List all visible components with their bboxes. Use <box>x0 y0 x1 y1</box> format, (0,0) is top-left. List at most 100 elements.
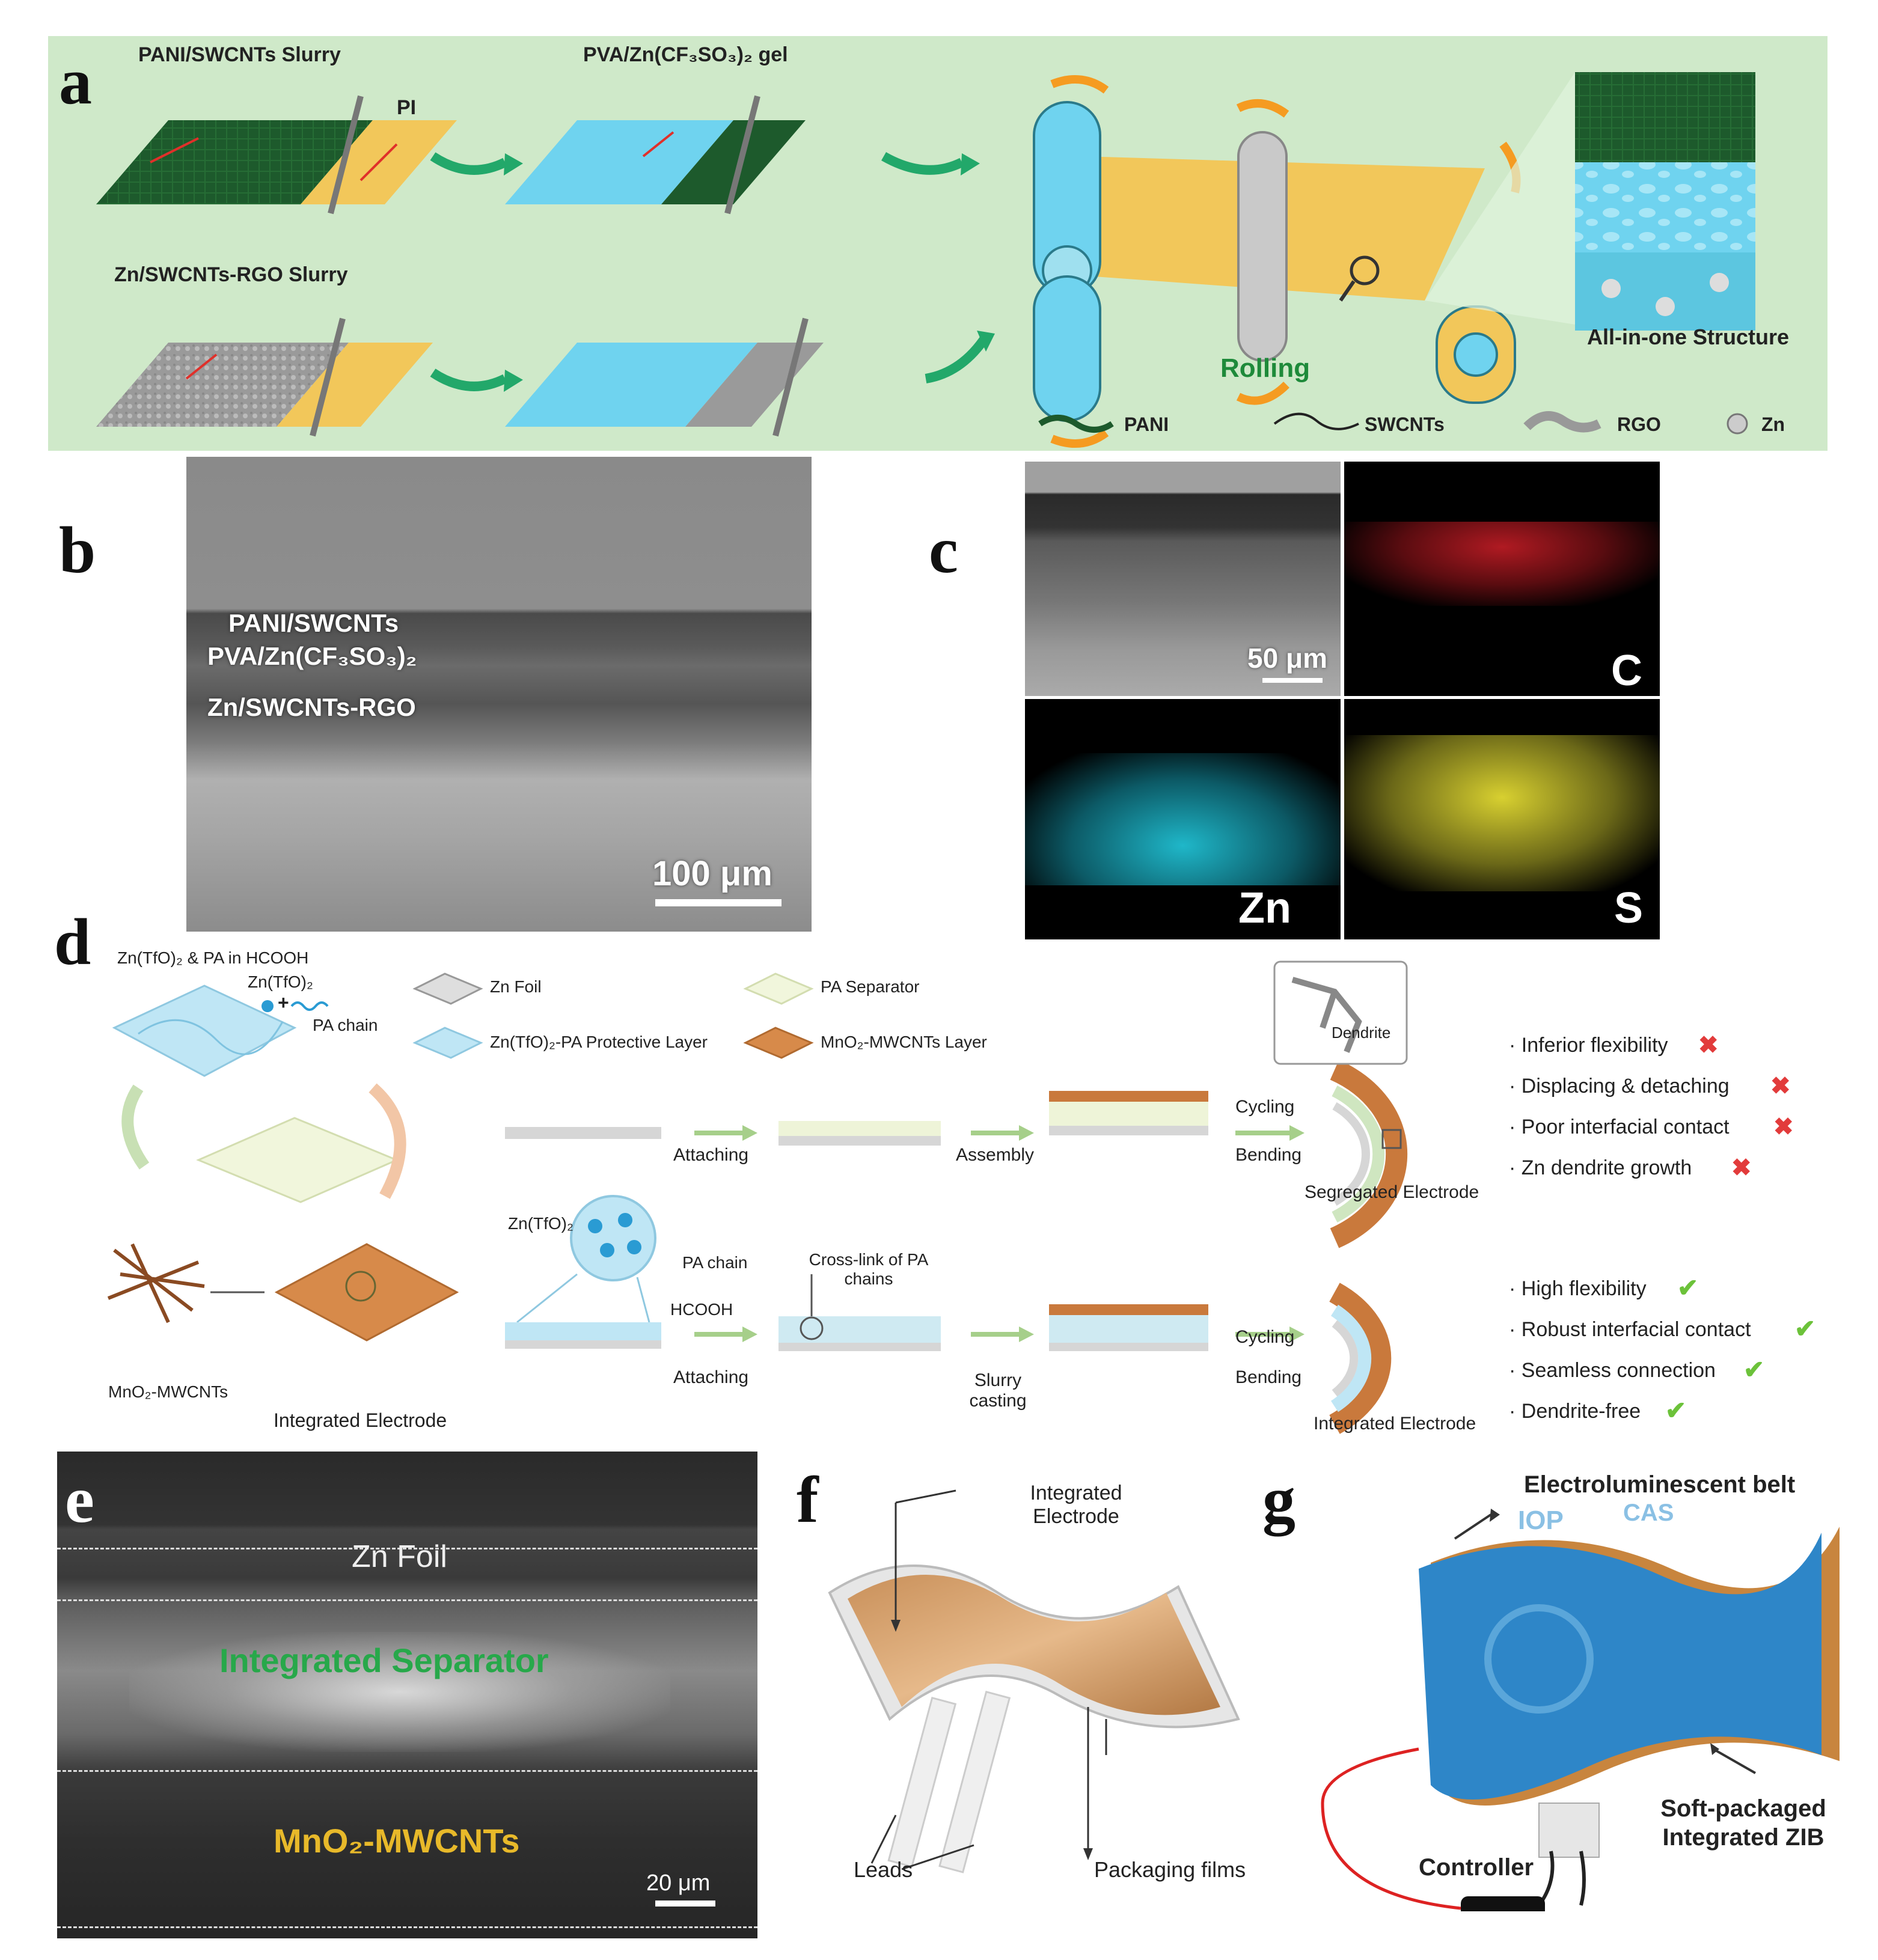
label-b-zn: Zn/SWCNTs-RGO <box>207 693 416 721</box>
label-e-zn-foil: Zn Foil <box>352 1539 447 1574</box>
legend-pani-label: PANI <box>1124 414 1169 435</box>
legend-zn-foil-icon <box>412 972 483 1005</box>
pro-1: · High flexibility <box>1509 1277 1647 1300</box>
check-icon-4: ✔ <box>1665 1396 1687 1424</box>
panel-f-illustration <box>828 1489 1240 1873</box>
eds-map-s <box>1344 699 1660 939</box>
legend-zn-label: Zn <box>1761 414 1785 435</box>
scale-bar-e <box>655 1900 715 1907</box>
legend-swcnts-icon <box>1273 412 1359 430</box>
lead-1 <box>887 1696 957 1868</box>
label-d-zoom-zn-tfo: Zn(TfO)₂ <box>508 1214 573 1233</box>
label-pi: PI <box>397 96 417 119</box>
label-integrated-electrode-2: Integrated Electrode <box>1314 1414 1476 1433</box>
x-mark-icon-4: ✖ <box>1731 1155 1752 1181</box>
lead-2 <box>938 1690 1011 1873</box>
label-d-integrated-electrode: Integrated Electrode <box>274 1409 447 1431</box>
label-d-zoom-hcooh: HCOOH <box>670 1300 733 1319</box>
label-f-packaging-films: Packaging films <box>1094 1857 1246 1882</box>
label-rolling: Rolling <box>1220 353 1311 383</box>
pa-separator-tile <box>196 1117 399 1203</box>
label-attaching-2: Attaching <box>673 1367 749 1387</box>
legend-protective-layer: Zn(TfO)₂-PA Protective Layer <box>490 1033 708 1051</box>
con-4: · Zn dendrite growth <box>1509 1156 1692 1179</box>
blade-1 <box>328 95 364 215</box>
integrated-electrode-arc <box>1329 1283 1392 1434</box>
map-c-label: C <box>1611 647 1642 695</box>
gel-sheet <box>505 120 733 204</box>
electroluminescent-belt <box>1419 1533 1821 1800</box>
segregated-electrode-arc <box>1330 1060 1408 1248</box>
label-attaching-1: Attaching <box>673 1145 749 1165</box>
label-g-controller: Controller <box>1419 1854 1534 1881</box>
con-2: · Displacing & detaching <box>1509 1075 1730 1098</box>
label-dendrite: Dendrite <box>1332 1024 1391 1042</box>
legend-pani-icon <box>1038 415 1114 433</box>
label-d-precursor: Zn(TfO)₂ & PA in HCOOH <box>117 948 309 967</box>
check-icon-1: ✔ <box>1677 1274 1699 1302</box>
eds-map-zn <box>1025 699 1341 939</box>
panel-a-illustration <box>96 72 1755 448</box>
zoom-circle <box>570 1195 656 1281</box>
map-s-label: S <box>1614 884 1644 932</box>
zn-tfo-icon <box>262 1000 274 1012</box>
arrow-orange-2 <box>1236 99 1289 118</box>
label-pani-slurry: PANI/SWCNTs Slurry <box>138 43 341 66</box>
map-zn-label: Zn <box>1238 884 1291 932</box>
legend-protective-icon <box>412 1027 483 1059</box>
label-d-mno2: MnO₂-MWCNTs <box>108 1382 228 1401</box>
legend-pa-separator: PA Separator <box>821 977 920 996</box>
pro-4: · Dendrite-free <box>1509 1400 1641 1423</box>
legend-rgo-label: RGO <box>1617 414 1661 435</box>
panel-letter-a: a <box>59 44 92 118</box>
legend-mno2-layer: MnO₂-MWCNTs Layer <box>821 1033 987 1051</box>
label-b-pva: PVA/Zn(CF₃SO₃)₂ <box>207 642 417 670</box>
x-mark-icon-1: ✖ <box>1698 1032 1719 1058</box>
controller-device <box>1461 1896 1545 1911</box>
legend-zn-icon <box>1727 413 1748 435</box>
blade-3 <box>310 317 346 437</box>
electrode-sheet <box>848 1575 1220 1715</box>
label-d-pa-chain: PA chain <box>313 1016 378 1034</box>
protected-foil-strip <box>505 1322 661 1340</box>
legend-rgo-icon <box>1523 411 1601 433</box>
panel-letter-b: b <box>59 513 96 587</box>
arrow-green-4 <box>925 334 990 383</box>
pro-3: · Seamless connection <box>1509 1359 1716 1382</box>
label-assembly: Assembly <box>956 1145 1035 1165</box>
magnifier-icon <box>1350 255 1380 285</box>
scale-bar-e-label: 20 μm <box>646 1870 711 1896</box>
sem-cross-section-e <box>57 1452 757 1938</box>
label-cross-link: Cross-link of PA chains <box>809 1250 929 1288</box>
logo-iop: IOP <box>1518 1506 1564 1535</box>
scale-bar-b-label: 100 μm <box>652 854 772 893</box>
arrow-orange-1 <box>1050 75 1109 94</box>
logo-circle <box>1484 1604 1594 1714</box>
con-3: · Poor interfacial contact <box>1509 1116 1730 1138</box>
label-d-zoom-pa-chain: PA chain <box>682 1253 748 1272</box>
label-pva-gel: PVA/Zn(CF₃SO₃)₂ gel <box>583 43 788 66</box>
label-d-plus: + <box>278 992 289 1013</box>
arrow-green-3 <box>881 152 964 175</box>
panel-d-illustration <box>107 960 1408 1434</box>
label-d-zn-tfo: Zn(TfO)₂ <box>248 972 313 991</box>
dendrite-inset <box>1273 960 1408 1065</box>
integrated-electrode-tile <box>274 1243 459 1342</box>
arrow-green-2 <box>430 368 507 391</box>
label-bending-1: Bending <box>1235 1145 1302 1165</box>
legend-mno2-icon <box>743 1027 814 1059</box>
panel-g-illustration <box>1321 1509 1840 1911</box>
pa-chain-icon <box>290 1001 329 1011</box>
sem-cross-section-b <box>186 457 812 932</box>
label-slurry-casting: Slurry casting <box>969 1370 1027 1411</box>
label-zn-slurry: Zn/SWCNTs-RGO Slurry <box>114 263 348 286</box>
panel-letter-c: c <box>929 513 958 587</box>
label-cycling-1: Cycling <box>1235 1097 1295 1117</box>
label-segregated-electrode: Segregated Electrode <box>1305 1182 1479 1202</box>
x-mark-icon-3: ✖ <box>1773 1114 1794 1140</box>
pro-2: · Robust interfacial contact <box>1509 1318 1751 1341</box>
label-bending-2: Bending <box>1235 1367 1302 1387</box>
check-icon-3: ✔ <box>1743 1355 1765 1384</box>
label-b-pani: PANI/SWCNTs <box>228 609 399 637</box>
blade-4 <box>772 317 809 437</box>
